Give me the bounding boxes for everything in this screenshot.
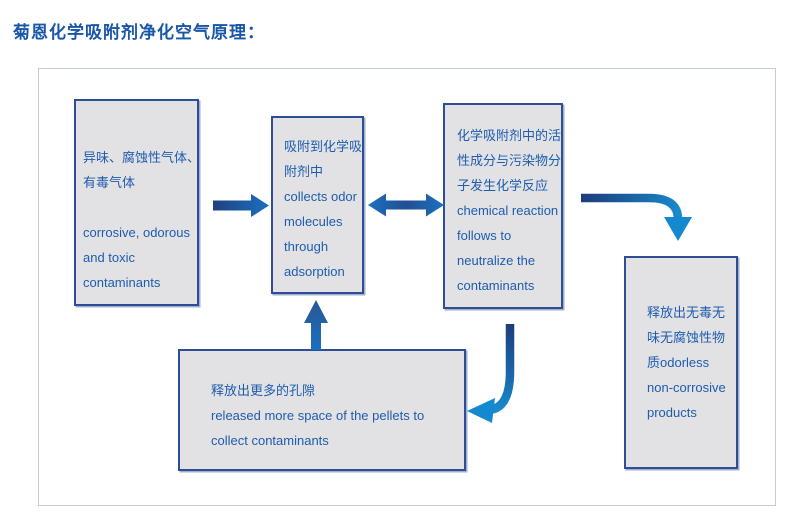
text-line: 味无腐蚀性物 xyxy=(647,330,726,345)
text-line: corrosive, odorous xyxy=(83,225,190,240)
flow-arrow-elbow-down-icon xyxy=(581,193,692,241)
page-title: 菊恩化学吸附剂净化空气原理： xyxy=(13,23,265,43)
text-line: molecules xyxy=(284,214,343,229)
text-line: 子发生化学反应 xyxy=(457,178,549,193)
flow-arrow-right-icon xyxy=(213,194,269,217)
text-line: follows to xyxy=(457,228,512,243)
text-line: contaminants xyxy=(457,278,535,293)
text-line xyxy=(83,195,195,220)
text-line: collect contaminants xyxy=(211,433,329,448)
text-line: 附剂中 xyxy=(284,164,324,179)
node-released-space: 释放出更多的孔隙 released more space of the pelle… xyxy=(178,349,466,471)
flow-arrow-up-icon xyxy=(304,300,328,350)
text-line: products xyxy=(647,405,697,420)
flow-arrow-elbow-left-icon xyxy=(467,324,515,423)
text-line: 化学吸附剂中的活 xyxy=(457,128,562,143)
node-odorless-products: 释放出无毒无味无腐蚀性物质odorless non-corrosive produc… xyxy=(624,256,738,469)
text-line: 异味、腐蚀性气体、 xyxy=(83,150,201,165)
text-line: collects odor xyxy=(284,189,357,204)
text-line: released more space of the pellets to xyxy=(211,408,425,423)
text-line: 释放出无毒无 xyxy=(647,305,726,320)
node-input-contaminants: 异味、腐蚀性气体、有毒气体 corrosive, odorous and toxi… xyxy=(74,99,201,306)
text-line: 有毒气体 xyxy=(83,175,136,190)
text-line: neutralize the xyxy=(457,253,536,268)
text-line: 释放出更多的孔隙 xyxy=(211,383,316,398)
text-line: chemical reaction xyxy=(457,203,559,218)
text-line: 吸附到化学吸 xyxy=(284,139,363,154)
text-line: adsorption xyxy=(284,264,345,279)
text-line: contaminants xyxy=(83,275,161,290)
text-line: 性成分与污染物分 xyxy=(457,153,562,168)
text-line: and toxic xyxy=(83,250,136,265)
flow-arrow-double-horizontal-icon xyxy=(368,193,444,217)
diagram-frame: 异味、腐蚀性气体、有毒气体 corrosive, odorous and toxi… xyxy=(38,68,776,506)
text-line: non-corrosive xyxy=(647,380,726,395)
text-line: through xyxy=(284,239,329,254)
text-line: 质odorless xyxy=(647,355,710,370)
node-adsorption: 吸附到化学吸附剂中 collects odor molecules through ad… xyxy=(271,116,364,294)
node-chemical-reaction: 化学吸附剂中的活性成分与污染物分子发生化学反应 chemical reaction… xyxy=(443,103,563,309)
